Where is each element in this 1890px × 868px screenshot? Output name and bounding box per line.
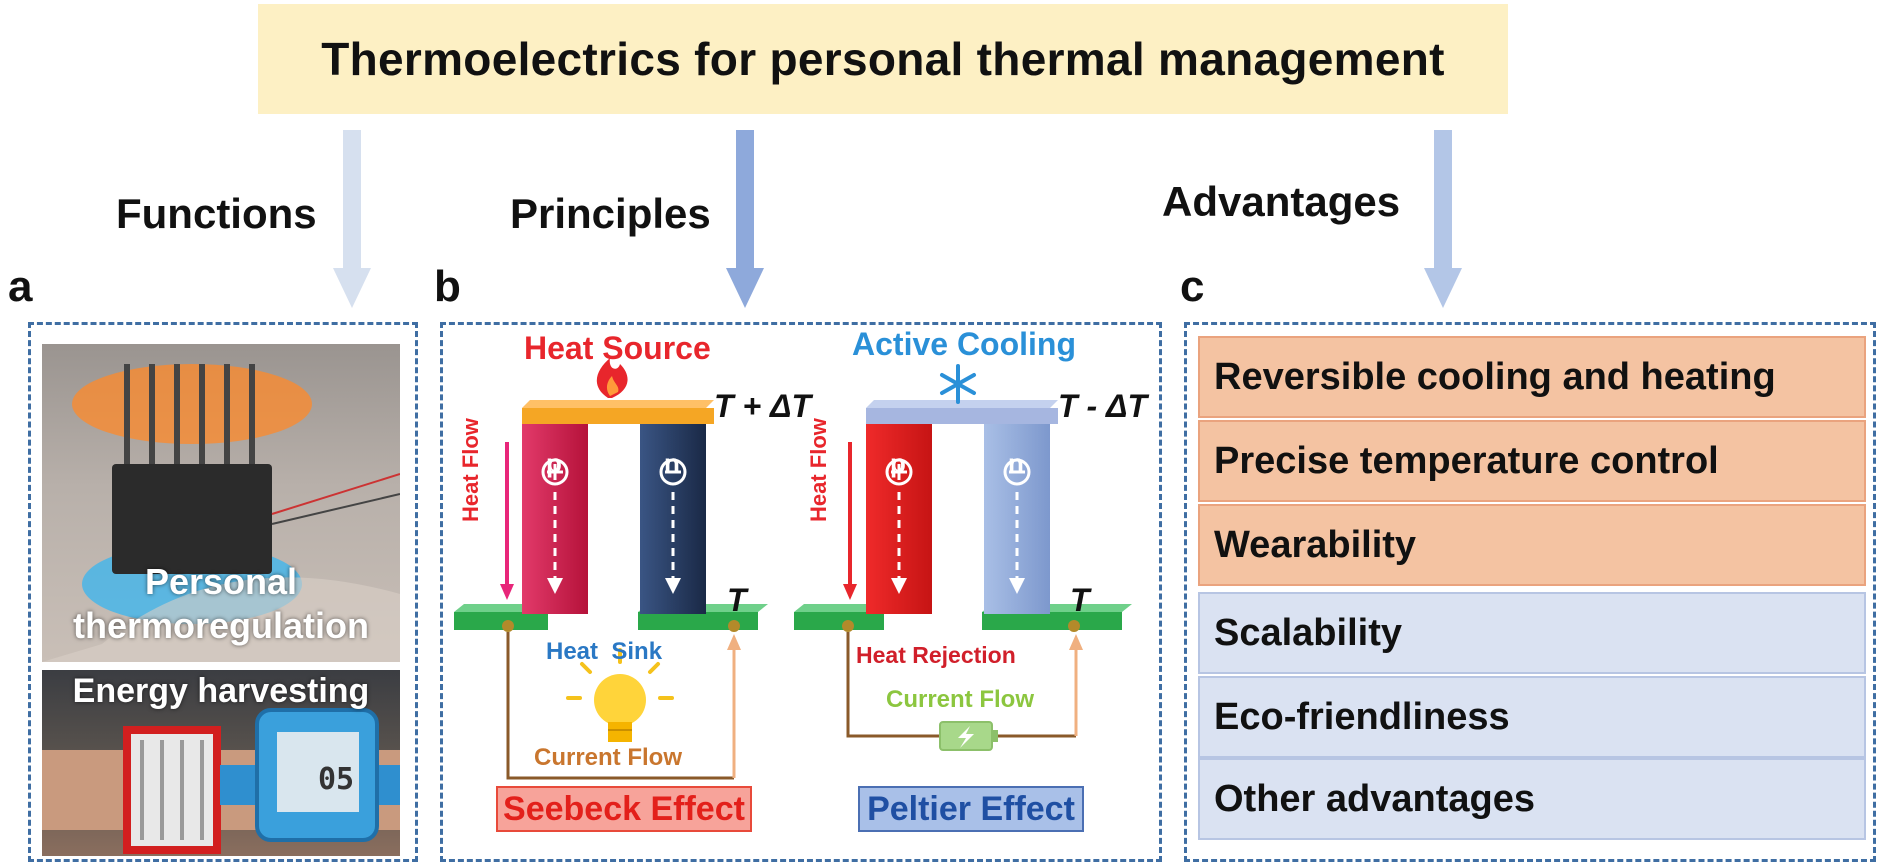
seebeck-effect-box: Seebeck Effect <box>496 786 752 832</box>
battery-icon <box>939 721 998 751</box>
energy-harvesting-illustration <box>42 708 400 854</box>
arrow-principles <box>726 130 764 308</box>
advantage-item-reversible: Reversible cooling and heating <box>1198 336 1866 418</box>
advantage-item-precise-control: Precise temperature control <box>1198 420 1866 502</box>
thermoregulation-illustration <box>42 364 400 662</box>
heading-principles: Principles <box>510 190 711 237</box>
advantage-item-other: Other advantages <box>1198 758 1866 840</box>
panel-letter-b: b <box>434 262 461 311</box>
label-seebeck-heat-flow: Heat Flow <box>458 418 483 522</box>
panel-c <box>1184 322 1876 862</box>
photo-personal-thermoregulation: Personal thermoregulation <box>42 344 400 662</box>
label-seebeck-n: n <box>664 448 680 478</box>
panel-letter-a: a <box>8 262 33 311</box>
light-bulb-icon <box>566 648 674 742</box>
seebeck-hot-plate <box>522 408 714 424</box>
heading-functions: Functions <box>116 190 317 237</box>
flame-icon <box>596 358 628 398</box>
panel-a <box>28 322 418 862</box>
watch-display: 05 <box>318 762 355 797</box>
label-peltier-heat-flow: Heat Flow <box>806 418 831 522</box>
label-seebeck-p: p <box>546 448 562 478</box>
peltier-module <box>794 364 1132 751</box>
heading-advantages: Advantages <box>1162 178 1401 225</box>
arrow-functions <box>333 130 371 308</box>
title-banner: Thermoelectrics for personal thermal man… <box>258 4 1508 114</box>
peltier-effect-box: Peltier Effect <box>858 786 1084 832</box>
label-peltier-p: p <box>890 448 906 478</box>
thermoelectric-principles-diagram <box>454 358 1132 780</box>
label-peltier-ref-temperature: T <box>1070 582 1090 618</box>
page-title: Thermoelectrics for personal thermal man… <box>321 33 1445 85</box>
label-peltier-n: n <box>1008 448 1024 478</box>
photo-energy-harvesting: 05 Energy harvesting <box>42 670 400 856</box>
label-heat-rejection: Heat Rejection <box>856 642 1016 668</box>
label-hot-temperature: T + ΔT <box>714 388 812 424</box>
label-active-cooling: Active Cooling <box>852 326 1077 362</box>
peltier-cold-plate <box>866 408 1058 424</box>
photo-caption-line2: thermoregulation <box>72 605 369 646</box>
label-heat-sink: Heat Sink <box>546 638 663 665</box>
photo-caption-line1: Personal <box>144 561 298 602</box>
label-peltier-current-flow: Current Flow <box>886 686 1034 713</box>
photo-caption-energy: Energy harvesting <box>72 672 370 710</box>
seebeck-module <box>454 358 768 780</box>
label-seebeck-current-flow: Current Flow <box>534 744 682 771</box>
label-seebeck-ref-temperature: T <box>727 582 747 618</box>
advantage-item-scalability: Scalability <box>1198 592 1866 674</box>
panel-letter-c: c <box>1180 262 1205 311</box>
snowflake-icon <box>940 364 976 404</box>
label-heat-source: Heat Source <box>524 330 711 366</box>
advantage-item-wearability: Wearability <box>1198 504 1866 586</box>
arrow-advantages <box>1424 130 1462 308</box>
advantage-item-eco-friendliness: Eco-friendliness <box>1198 676 1866 758</box>
label-cold-temperature: T - ΔT <box>1058 388 1148 424</box>
panel-b <box>440 322 1162 862</box>
